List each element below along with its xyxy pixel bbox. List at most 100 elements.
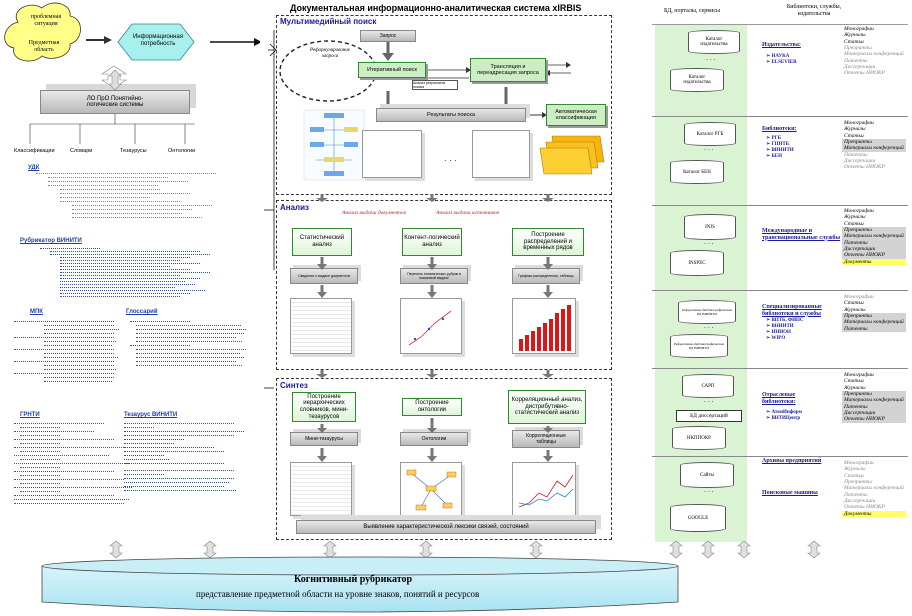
doc-list-1: Монографии Журналы Статьи Препринты Мате… bbox=[844, 26, 904, 77]
doc-list-4: Монографии Статьи Журналы Препринты Мате… bbox=[842, 294, 906, 332]
category-ontologies: Онтологии bbox=[168, 148, 196, 154]
libraries-list: ➢ РГБ ➢ ГПНТБ ➢ ВИНИТИ ➢ БЕН bbox=[766, 136, 794, 160]
publisher-catalog-1-label: Каталог издательства bbox=[700, 37, 728, 47]
dissertation-db-box: БД диссертаций bbox=[676, 410, 742, 422]
relevance-analysis-label: Анализ результатов поиска bbox=[413, 81, 446, 89]
doc-info-grey-box: Сведения о выдаче документов bbox=[290, 268, 358, 284]
publisher-catalog-2-label: Каталог издательства bbox=[683, 75, 711, 85]
specialized-libraries-heading: Специализированные библиотеки и службы bbox=[762, 304, 822, 317]
rgb-catalog-label: Каталог РГБ bbox=[696, 131, 724, 137]
cylinder-dots-3: · · · bbox=[704, 241, 714, 248]
doc-list-5: Монографии Статьи Журналы Препринты Мате… bbox=[842, 372, 906, 423]
translation-label: Трансляция и переадресация запроса bbox=[477, 64, 539, 76]
enterprise-archives-heading: Архивы предприятий bbox=[762, 458, 822, 464]
lpo-box-label: ЛО ПрО Понятийно-логические системы bbox=[86, 96, 144, 108]
group-divider-1 bbox=[652, 116, 908, 117]
synthesis-section-title: Синтез bbox=[280, 381, 308, 390]
ben-catalog-label: Каталог БЕН bbox=[683, 169, 711, 175]
cylinder-dots-6: · · · bbox=[704, 489, 714, 496]
distribution-analysis-label: Построение распределений и временных ряд… bbox=[523, 232, 573, 252]
bar-chart-thumbnail bbox=[512, 298, 576, 354]
right-divider-top bbox=[652, 24, 908, 25]
results-screenshot-1 bbox=[362, 130, 422, 178]
search-section bbox=[276, 15, 612, 195]
statistical-analysis-box: Статистический анализ bbox=[292, 228, 352, 256]
grnti-lines bbox=[14, 420, 134, 504]
graphs-grey-box: Графики распределения, таблицы bbox=[512, 268, 580, 284]
group-divider-3 bbox=[652, 290, 908, 291]
info-need-label: Информационная потребность bbox=[132, 34, 184, 47]
category-dictionaries: Словари bbox=[70, 148, 93, 154]
viniti-db-cylinder-2: Реферативно-библиографическая БД ВИНИТИ bbox=[670, 334, 728, 358]
google-label: GOOGLE bbox=[687, 515, 709, 521]
rubrics-grey-box: Перечень тематических рубрик в поисковой… bbox=[400, 268, 468, 284]
cylinder-dots-2: · · · bbox=[704, 147, 714, 154]
results-label: Результаты поиска bbox=[427, 112, 475, 118]
glossary-title: Глоссарий bbox=[126, 309, 158, 315]
glossary-lines bbox=[130, 318, 250, 366]
correlation-chart-thumbnail bbox=[512, 462, 576, 516]
publisher-nauka: ➢ НАУКА bbox=[766, 54, 790, 59]
google-cylinder: GOOGLE bbox=[670, 504, 726, 532]
specialized-libraries-list: ➢ ВПТБ, ФИПС ➢ ВНИИТИ ➢ ИНИОН ➢ WIPO bbox=[766, 318, 804, 342]
results-screenshot-2 bbox=[472, 130, 530, 178]
bar-mini-chart bbox=[519, 305, 571, 351]
ontology-thumbnail bbox=[400, 462, 462, 516]
reformulation-label: Реформулирование запроса bbox=[310, 48, 350, 59]
correlation-analysis-label: Корреляционный анализ, дистрибутивно-ста… bbox=[511, 397, 583, 417]
mini-thesauri-grey-box: Мини-тезаурусы bbox=[290, 432, 358, 446]
inspec-cylinder: INSPEC bbox=[670, 250, 724, 276]
doc-list-6: Монографии Журналы Статьи Препринты Мате… bbox=[842, 460, 906, 517]
sector-libraries-list: ➢ АтомИнформ ➢ ВНТИЦентр bbox=[766, 410, 802, 422]
lpo-branches bbox=[29, 114, 195, 144]
line-mini-chart bbox=[518, 474, 574, 508]
ontology-building-label: Построение онтологии bbox=[415, 400, 449, 413]
rgb-catalog-cylinder: Каталог РГБ bbox=[684, 122, 736, 146]
db-header: БД, порталы, сервисы bbox=[664, 8, 721, 14]
auto-classification-label: Автоматическая классификация bbox=[555, 109, 597, 121]
viniti-db-1-label: Реферативно-библиографическая БД ВИНИТИ bbox=[682, 308, 732, 316]
library-viniti: ➢ ВИНИТИ bbox=[766, 148, 794, 153]
doc-list-2: Монографии Журналы Статьи Препринты Мате… bbox=[842, 120, 906, 171]
mini-thesauri-grey-label: Мини-тезаурусы bbox=[305, 436, 343, 442]
category-classifications: Классификации bbox=[14, 148, 55, 154]
ontologies-grey-box: Онтологии bbox=[400, 432, 468, 446]
cognitive-rubricator-title: Когнитивный рубрикатор bbox=[294, 574, 413, 585]
publishers-list: ➢ НАУКА ➢ ELSEVIER bbox=[766, 54, 797, 66]
double-arrow-9 bbox=[807, 540, 821, 559]
distribution-analysis-box: Построение распределений и временных ряд… bbox=[512, 228, 584, 256]
cognitive-rubricator-cylinder bbox=[41, 556, 679, 613]
content-logical-analysis-box: Контент-логический анализ bbox=[402, 228, 462, 256]
translation-box: Трансляция и переадресация запроса bbox=[470, 58, 546, 82]
content-logical-analysis-label: Контент-логический анализ bbox=[404, 235, 460, 248]
group-divider-2 bbox=[652, 205, 908, 206]
auto-classification-box: Автоматическая классификация bbox=[546, 104, 606, 126]
subject-area-label: Предметная область bbox=[28, 40, 60, 53]
hierarchical-vocab-box: Построение иерархических словников, мини… bbox=[292, 392, 356, 422]
udc-tree-text bbox=[36, 172, 216, 221]
dissertation-db-label: БД диссертаций bbox=[690, 413, 728, 419]
section-connect-arrows bbox=[264, 30, 277, 389]
publisher-elsevier: ➢ ELSEVIER bbox=[766, 60, 797, 65]
sector-lib-2: ➢ ВНТИЦентр bbox=[766, 416, 801, 421]
sarp-cylinder: САРП bbox=[682, 374, 734, 398]
problem-cloud-shape bbox=[4, 2, 81, 62]
iterative-search-box: Итеративный поиск bbox=[358, 62, 426, 78]
libraries-header: Библиотеки, службы, издательства bbox=[786, 4, 842, 17]
cylinder-dots-4: · · · bbox=[704, 325, 714, 332]
library-ben: ➢ БЕН bbox=[766, 154, 782, 159]
relevance-analysis-box: Анализ результатов поиска bbox=[412, 80, 458, 90]
ben-catalog-cylinder: Каталог БЕН bbox=[670, 160, 724, 184]
content-chart-thumbnail bbox=[400, 298, 462, 354]
group-divider-4 bbox=[652, 368, 908, 369]
grnti-title: ГРНТИ bbox=[20, 412, 40, 418]
spec-lib-1: ➢ ВПТБ, ФИПС bbox=[766, 318, 804, 323]
results-box: Результаты поиска bbox=[376, 108, 526, 122]
main-title: Документальная информационно-аналитическ… bbox=[290, 3, 582, 13]
stats-table-thumbnail bbox=[290, 298, 352, 354]
correlation-analysis-box: Корреляционный анализ, дистрибутивно-ста… bbox=[508, 390, 586, 424]
cylinder-dots-5: · · · bbox=[704, 399, 714, 406]
inter-section-arrows bbox=[316, 194, 554, 378]
analysis-arrows bbox=[317, 257, 553, 298]
ontologies-grey-label: Онтологии bbox=[421, 436, 447, 442]
